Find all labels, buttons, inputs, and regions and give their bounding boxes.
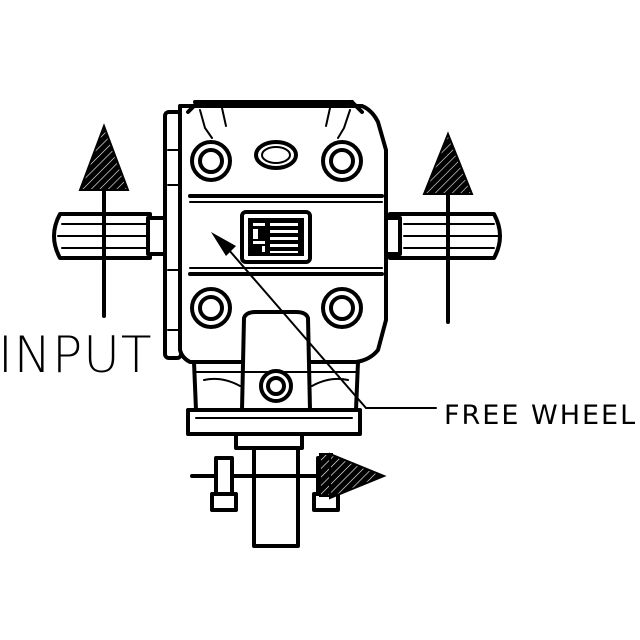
free-wheel-label: FREE WHEEL xyxy=(444,400,637,431)
arrow-up-right-icon xyxy=(422,131,474,195)
lower-boss xyxy=(186,310,362,436)
arrow-up-left-icon xyxy=(78,123,130,191)
leader-arrowhead-icon xyxy=(211,232,236,256)
input-label: INPUT xyxy=(0,326,152,384)
right-shaft xyxy=(384,212,502,260)
bottom-shaft xyxy=(190,432,340,548)
arrow-right-bottom-icon xyxy=(329,452,387,500)
nameplate xyxy=(240,210,312,264)
rotation-arrows xyxy=(78,123,474,500)
left-shaft xyxy=(52,212,168,260)
housing-bolts xyxy=(190,140,363,329)
free-wheel-leader xyxy=(211,232,437,409)
